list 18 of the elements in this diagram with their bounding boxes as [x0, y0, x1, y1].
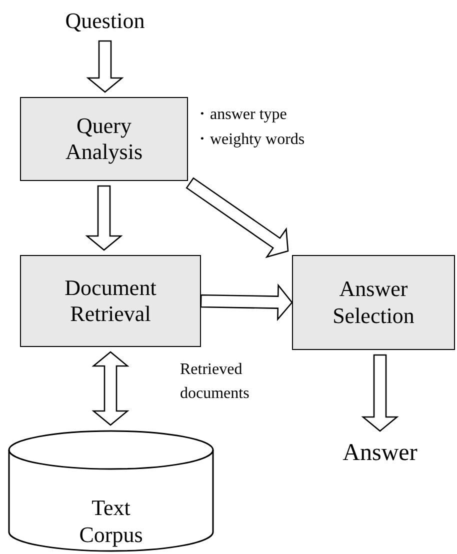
- block-arrow: [200, 283, 293, 322]
- node-label: Answer Selection: [332, 276, 416, 329]
- annotation-text: Retrieved documents: [180, 360, 250, 404]
- node-label: Document Retrieval: [64, 274, 158, 328]
- bullet-note: ・answer type: [194, 105, 288, 125]
- node-text: Text Corpus: [78, 495, 144, 548]
- node-text: Answer: [342, 438, 418, 468]
- bullet-note: ・weighty words: [194, 130, 305, 150]
- process-box: [292, 255, 455, 350]
- block-arrow: [186, 177, 289, 258]
- process-box: [20, 255, 201, 347]
- block-arrow: [361, 354, 399, 432]
- node-text: Question: [65, 8, 145, 34]
- double-block-arrow: [92, 351, 130, 426]
- block-arrow: [85, 185, 123, 251]
- process-box: [20, 97, 188, 181]
- block-arrow: [86, 40, 124, 93]
- node-label: Query Analysis: [64, 112, 144, 166]
